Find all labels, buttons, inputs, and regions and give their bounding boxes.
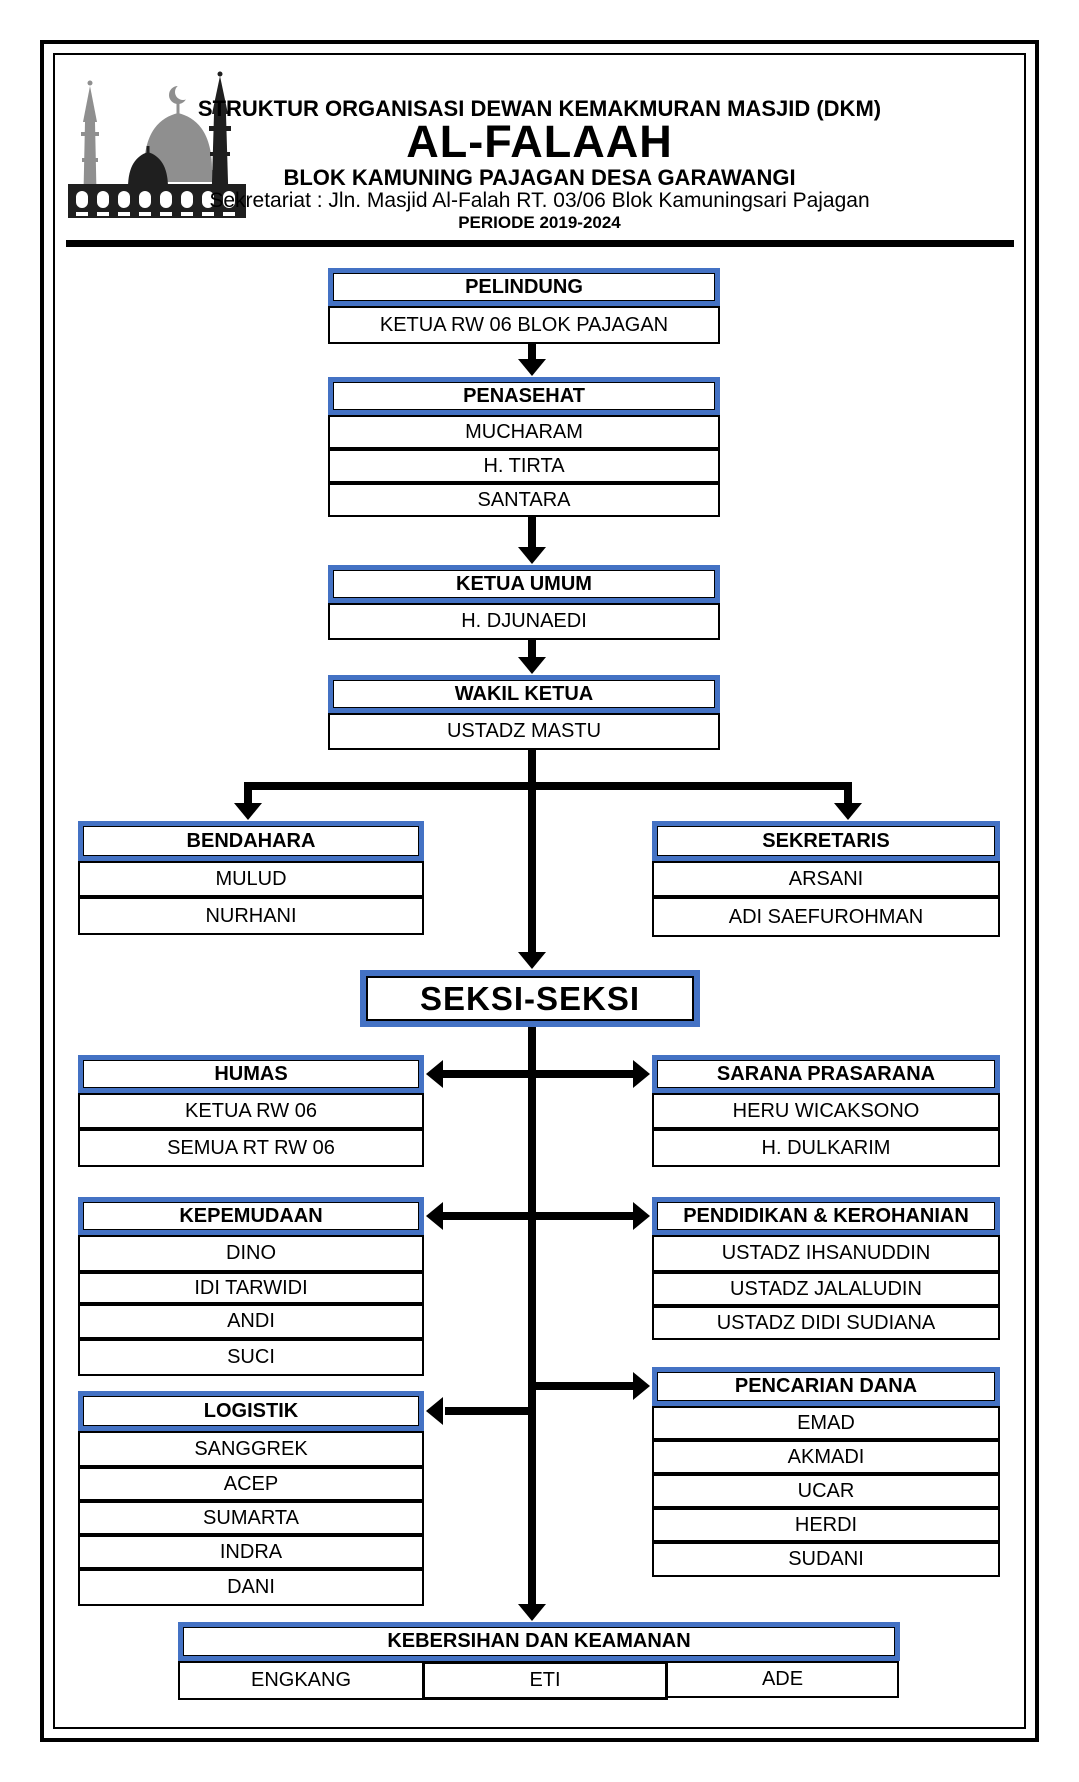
member-kepemudaan-1: IDI TARWIDI [78,1272,424,1304]
member-kebersihan-1: ETI [422,1661,668,1700]
box-kepemudaan-header: KEPEMUDAAN [78,1197,424,1235]
header-title-line1: STRUKTUR ORGANISASI DEWAN KEMAKMURAN MAS… [197,96,882,121]
member-sarana-1: H. DULKARIM [652,1129,1000,1167]
member-logistik-1: ACEP [78,1467,424,1501]
member-pendidikan-0: USTADZ IHSANUDDIN [652,1235,1000,1272]
member-sekretaris-0: ARSANI [652,861,1000,897]
header-period: PERIODE 2019-2024 [458,213,621,232]
member-kepemudaan-0: DINO [78,1235,424,1272]
page-border-inner [53,53,1026,1729]
member-humas-0: KETUA RW 06 [78,1093,424,1129]
member-humas-1: SEMUA RT RW 06 [78,1129,424,1167]
box-pendidikan-header: PENDIDIKAN & KEROHANIAN [652,1197,1000,1235]
member-penasehat-2: SANTARA [328,483,720,517]
mosque-icon [68,71,246,218]
box-logistik-header: LOGISTIK [78,1391,424,1431]
box-penasehat-header: PENASEHAT [328,377,720,415]
member-pendidikan-2: USTADZ DIDI SUDIANA [652,1306,1000,1340]
header-divider-line [66,240,1014,247]
box-seksi-seksi: SEKSI-SEKSI [360,970,700,1027]
member-pelindung-0: KETUA RW 06 BLOK PAJAGAN [328,306,720,344]
member-sarana-0: HERU WICAKSONO [652,1093,1000,1129]
member-penasehat-0: MUCHARAM [328,415,720,449]
member-logistik-0: SANGGREK [78,1431,424,1467]
header-title-line3: BLOK KAMUNING PAJAGAN DESA GARAWANGI [283,165,796,190]
member-pencarian-1: AKMADI [652,1440,1000,1474]
member-bendahara-1: NURHANI [78,897,424,935]
member-pencarian-4: SUDANI [652,1542,1000,1577]
member-bendahara-0: MULUD [78,861,424,897]
header-address: Sekretariat : Jln. Masjid Al-Falah RT. 0… [209,189,870,212]
page-border-outer [40,40,1039,1742]
member-kebersihan-0: ENGKANG [178,1661,424,1700]
member-logistik-3: INDRA [78,1535,424,1569]
box-bendahara-header: BENDAHARA [78,821,424,861]
member-pendidikan-1: USTADZ JALALUDIN [652,1272,1000,1306]
box-kebersihan-header: KEBERSIHAN DAN KEAMANAN [178,1622,900,1661]
member-logistik-4: DANI [78,1569,424,1606]
member-wakil-ketua-0: USTADZ MASTU [328,713,720,750]
member-pencarian-2: UCAR [652,1474,1000,1508]
box-ketua-umum-header: KETUA UMUM [328,565,720,603]
box-pelindung-header: PELINDUNG [328,268,720,306]
member-ketua-umum-0: H. DJUNAEDI [328,603,720,640]
member-kepemudaan-2: ANDI [78,1304,424,1339]
box-humas-header: HUMAS [78,1055,424,1093]
member-kebersihan-2: ADE [666,1661,899,1698]
member-logistik-2: SUMARTA [78,1501,424,1535]
member-pencarian-3: HERDI [652,1508,1000,1542]
box-pencarian-dana-header: PENCARIAN DANA [652,1367,1000,1406]
member-kepemudaan-3: SUCI [78,1339,424,1376]
box-sekretaris-header: SEKRETARIS [652,821,1000,861]
member-pencarian-0: EMAD [652,1406,1000,1440]
member-penasehat-1: H. TIRTA [328,449,720,483]
member-sekretaris-1: ADI SAEFUROHMAN [652,897,1000,937]
header-title-main: AL-FALAAH [406,116,673,167]
box-sarana-prasarana-header: SARANA PRASARANA [652,1055,1000,1093]
box-wakil-ketua-header: WAKIL KETUA [328,675,720,713]
